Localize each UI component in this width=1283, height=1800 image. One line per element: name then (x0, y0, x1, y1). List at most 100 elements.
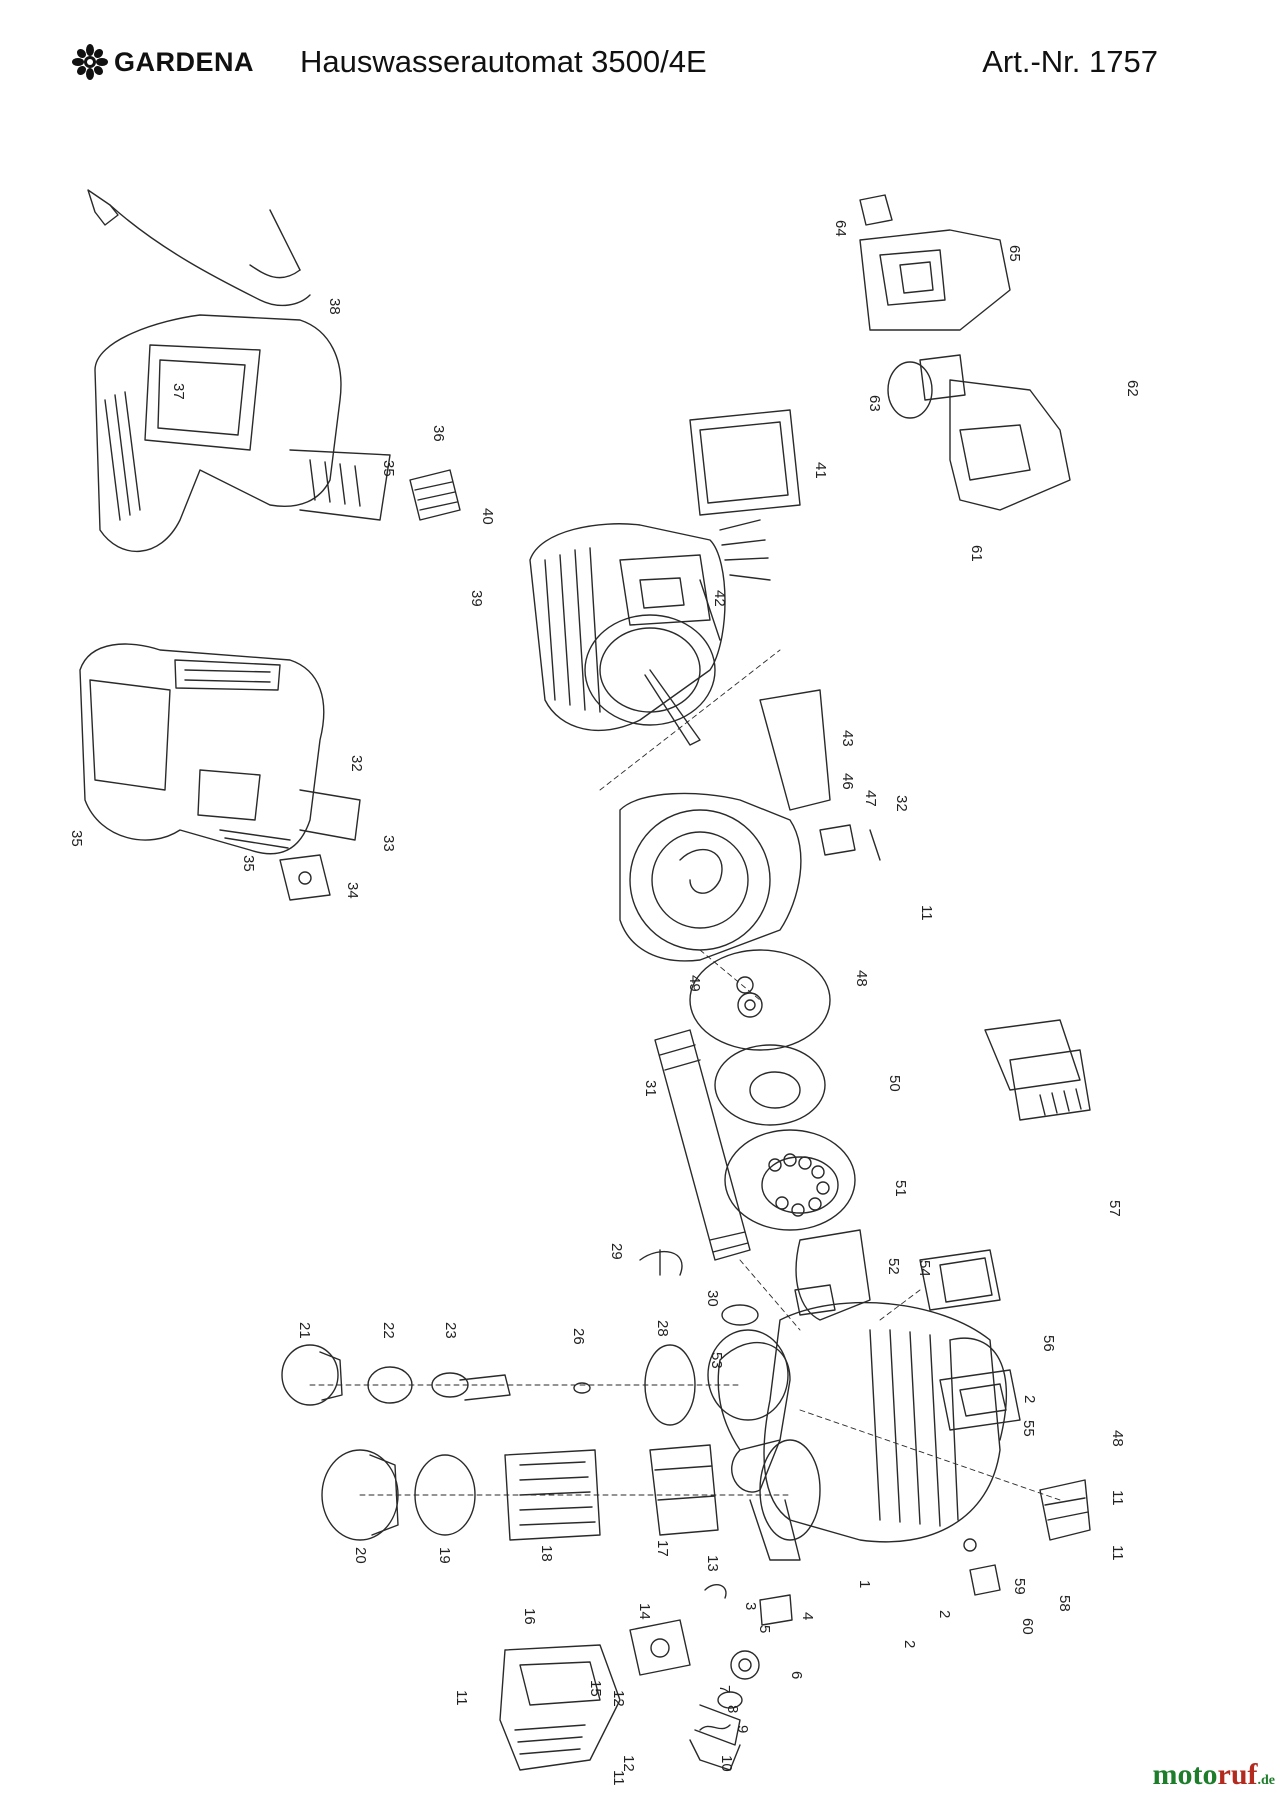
part-label: 32 (348, 755, 365, 772)
part-label: 11 (453, 1690, 470, 1706)
filter-cup-17-drawing (649, 1444, 719, 1536)
part-label: 21 (296, 1322, 313, 1339)
part-60-drawing (969, 1564, 1001, 1596)
wires-43-drawing (699, 519, 771, 641)
part-label: 58 (1056, 1595, 1073, 1612)
part-label: 57 (1106, 1200, 1123, 1217)
part-label: 37 (170, 383, 187, 400)
part-label: 18 (538, 1545, 555, 1562)
document-title: Hauswasserautomat 3500/4E (300, 44, 707, 79)
upper-housing-drawing (94, 314, 391, 553)
part-label: 61 (968, 545, 985, 562)
part-26-drawing (573, 1382, 591, 1394)
housing-port-drawing (759, 1439, 821, 1541)
article-number: Art.-Nr. 1757 (982, 44, 1158, 79)
part-label: 5 (756, 1625, 773, 1633)
pump-body-drawing (717, 1301, 1008, 1561)
impeller-52-drawing (724, 1129, 856, 1231)
part-label: 43 (839, 730, 856, 747)
part-13-drawing (704, 1584, 727, 1599)
part-label: 31 (642, 1080, 659, 1097)
part-36-drawing (409, 469, 461, 521)
filter-18-drawing (504, 1449, 601, 1541)
part-label: 30 (704, 1290, 721, 1307)
watermark-part-2: ruf (1217, 1758, 1258, 1791)
diffuser-51-drawing (714, 1044, 826, 1126)
part-label: 65 (1006, 245, 1023, 262)
connector-54-drawing (707, 1329, 789, 1421)
part-label: 38 (326, 298, 343, 315)
part-label: 9 (734, 1725, 751, 1733)
part-label: 48 (853, 970, 870, 987)
ring-30-drawing (721, 1304, 759, 1326)
part-label: 10 (718, 1755, 735, 1772)
part-label: 33 (380, 835, 397, 852)
part-label: 23 (442, 1322, 459, 1339)
part-label: 12 (620, 1755, 637, 1772)
watermark-part-3: .de (1257, 1773, 1276, 1788)
part-label: 14 (636, 1603, 653, 1620)
clip-29-drawing (639, 1249, 683, 1276)
pump-housing-drawing (619, 792, 802, 962)
part-label: 1 (856, 1580, 873, 1588)
part-label: 17 (654, 1540, 671, 1557)
motor-drawing (529, 523, 726, 746)
gasket-42-drawing (689, 409, 801, 516)
part-label: 51 (892, 1180, 909, 1197)
part-label: 11 (610, 1770, 627, 1786)
part-label: 2 (936, 1610, 953, 1618)
part-23-drawing (431, 1372, 511, 1401)
power-cable-drawing (87, 189, 311, 307)
part-label: 54 (916, 1260, 933, 1277)
valve-58-drawing (1039, 1479, 1091, 1541)
part-label: 63 (866, 395, 883, 412)
part-label: 34 (344, 882, 361, 899)
part-59-drawing (963, 1538, 977, 1552)
part-label: 22 (380, 1322, 397, 1339)
brand-name: GARDENA (114, 46, 255, 77)
part-14-drawing (629, 1619, 691, 1676)
motoruf-watermark: motoruf.de (1153, 1758, 1275, 1792)
part-label: 3 (742, 1602, 759, 1610)
cap-21-drawing (281, 1344, 343, 1406)
part-label: 62 (1124, 380, 1141, 397)
part-label: 52 (885, 1258, 902, 1275)
part-label: 19 (436, 1547, 453, 1564)
part-label: 12 (610, 1690, 627, 1707)
part-label: 50 (886, 1075, 903, 1092)
part-label: 42 (711, 590, 728, 607)
part-label: 11 (918, 905, 935, 921)
part-label: 59 (1011, 1578, 1028, 1595)
part-label: 15 (587, 1680, 604, 1697)
part-label: 7 (716, 1685, 733, 1693)
part-label: 20 (352, 1547, 369, 1564)
part-label: 32 (893, 795, 910, 812)
part-label: 55 (1020, 1420, 1037, 1437)
flange-46-drawing (759, 689, 831, 811)
pipe-31-drawing (654, 1029, 751, 1261)
valve-parts-drawing (689, 1594, 793, 1771)
part-label: 4 (799, 1612, 816, 1620)
control-box-drawing (919, 1019, 1091, 1431)
part-label: 35 (380, 460, 397, 477)
alignment-lines (309, 649, 1061, 1501)
part-label: 46 (839, 773, 856, 790)
part-label: 60 (1019, 1618, 1036, 1635)
part-label: 49 (686, 975, 703, 992)
part-label: 40 (479, 508, 496, 525)
page-header: GARDENA Hauswasserautomat 3500/4E Art.-N… (72, 40, 1172, 88)
part-label: 56 (1040, 1335, 1057, 1352)
part-label: 11 (1109, 1545, 1126, 1561)
part-label: 11 (1109, 1490, 1126, 1506)
part-label: 26 (570, 1328, 587, 1345)
gardena-flower-icon (72, 44, 108, 80)
part-label: 2 (901, 1640, 918, 1648)
part-label: 36 (430, 425, 447, 442)
lower-housing-drawing (79, 643, 361, 855)
part-label: 29 (608, 1243, 625, 1260)
part-label: 64 (832, 220, 849, 237)
part-34-drawing (279, 854, 331, 901)
part-label: 48 (1109, 1430, 1126, 1447)
switch-unit-drawing (859, 194, 1071, 511)
